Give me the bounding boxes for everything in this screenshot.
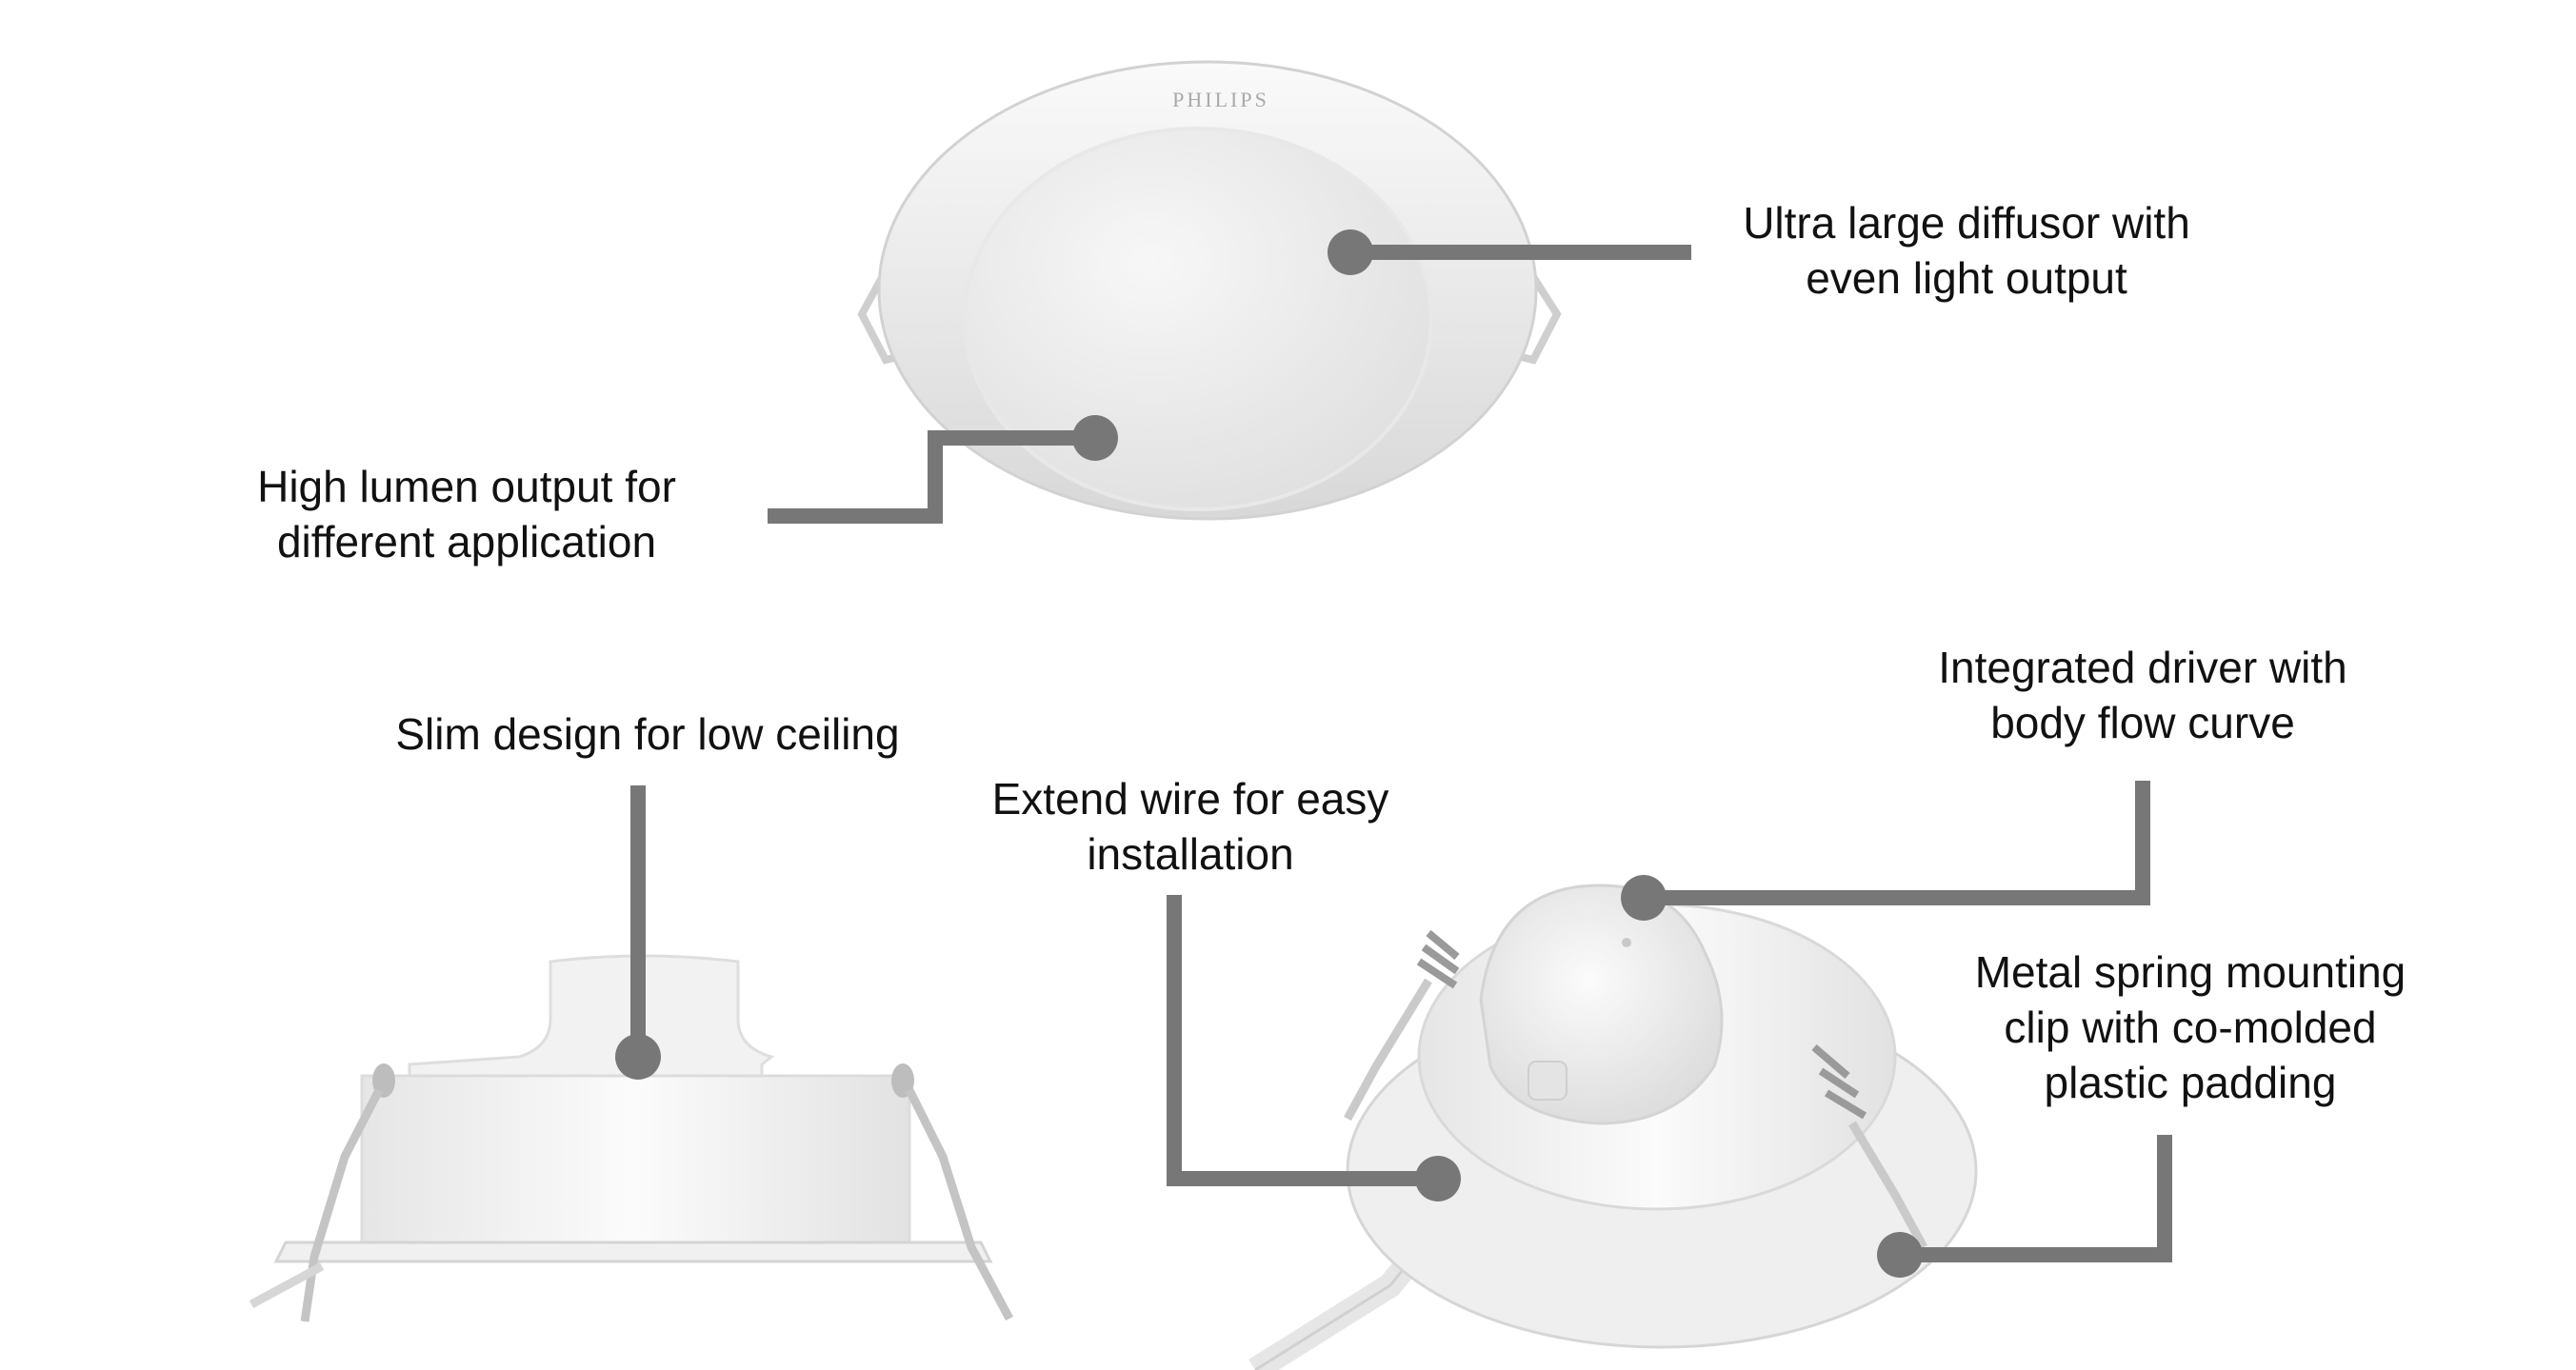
callout-clip-label: Metal spring mounting clip with co-molde…	[1924, 944, 2457, 1110]
callout-wire-line2: installation	[1087, 829, 1294, 879]
callout-diffusor-line2: even light output	[1806, 253, 2127, 303]
callout-clip-line1: Metal spring mounting	[1974, 947, 2406, 997]
callout-clip-line3: plastic padding	[2044, 1058, 2337, 1107]
callout-driver-leader	[1621, 781, 2150, 921]
callout-slim-label: Slim design for low ceiling	[362, 706, 933, 762]
downlight-back-view	[1248, 884, 1978, 1370]
callout-wire-label: Extend wire for easy installation	[943, 771, 1438, 882]
downlight-front-view: PHILIPS	[857, 60, 1562, 521]
callout-diffusor-label: Ultra large diffusor with even light out…	[1705, 195, 2228, 306]
philips-logo: PHILIPS	[1172, 88, 1269, 111]
callout-lumen-line2: different application	[276, 517, 657, 566]
callout-slim-line1: Slim design for low ceiling	[395, 709, 900, 759]
downlight-side-view	[249, 954, 1013, 1322]
callout-driver-line2: body flow curve	[1990, 698, 2295, 747]
callout-wire-leader	[1167, 895, 1461, 1201]
callout-diffusor-leader	[1328, 229, 1691, 275]
callout-lumen-line1: High lumen output for	[257, 462, 676, 511]
callout-driver-label: Integrated driver with body flow curve	[1886, 640, 2400, 750]
callout-diffusor-line1: Ultra large diffusor with	[1743, 198, 2190, 248]
callout-slim-leader	[615, 785, 661, 1080]
callout-clip-line2: clip with co-molded	[2004, 1003, 2377, 1052]
callout-lumen-leader	[768, 415, 1118, 524]
callout-lumen-label: High lumen output for different applicat…	[219, 459, 714, 569]
callout-clip-leader	[1877, 1135, 2172, 1278]
callout-wire-line1: Extend wire for easy	[991, 774, 1389, 824]
callout-driver-line1: Integrated driver with	[1938, 643, 2347, 692]
